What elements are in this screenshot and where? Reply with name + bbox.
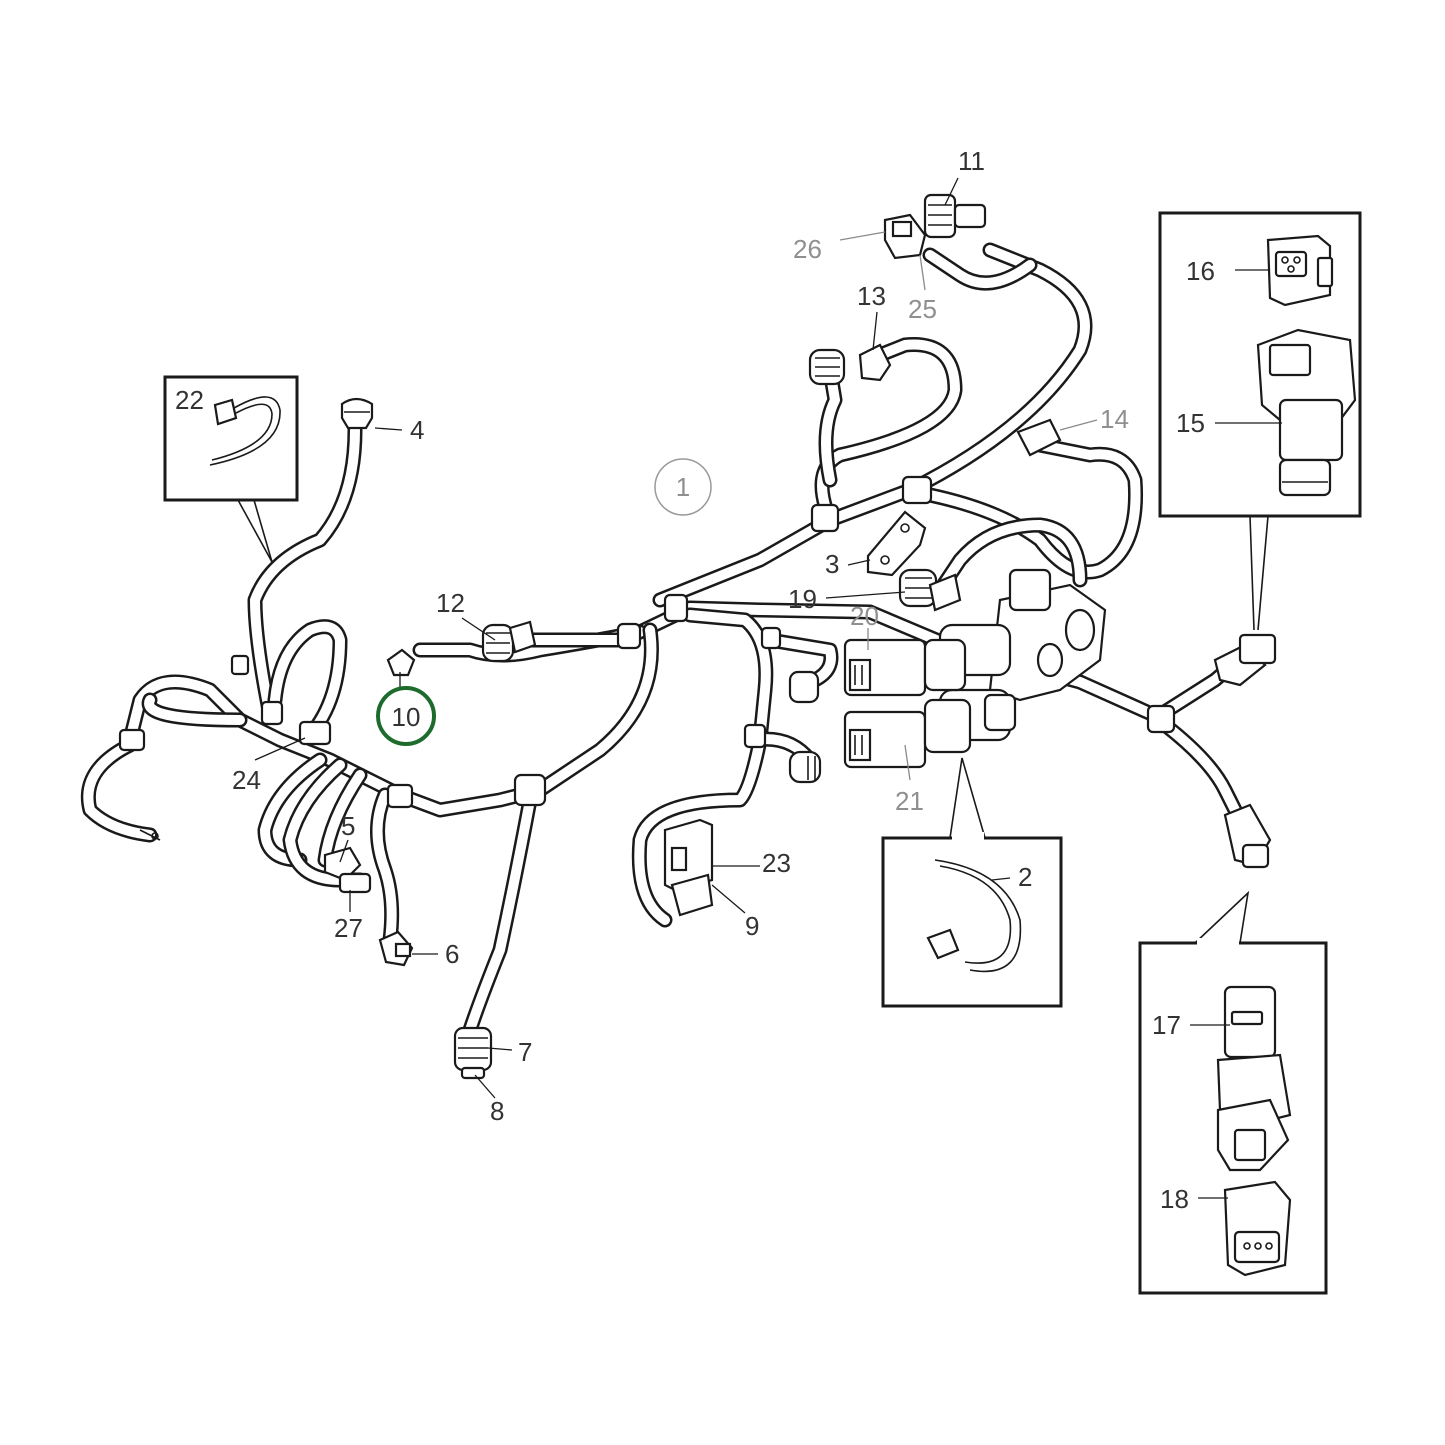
callout-label-10: 10 bbox=[392, 702, 421, 732]
detail-box-22 bbox=[163, 375, 299, 563]
connector-icon-5 bbox=[323, 846, 362, 882]
callout-label-21: 21 bbox=[895, 786, 924, 816]
connector-icon-17 bbox=[1216, 985, 1292, 1172]
connector-icon-13b bbox=[808, 348, 846, 386]
callout-label-14: 14 bbox=[1100, 404, 1129, 434]
connector-icon-14 bbox=[1016, 418, 1062, 457]
connector-icon-11 bbox=[923, 193, 987, 239]
connector-icon-right-upper bbox=[1213, 633, 1277, 687]
callout-label-24: 24 bbox=[232, 765, 261, 795]
callout-label-20: 20 bbox=[850, 601, 879, 631]
callout-label-15: 15 bbox=[1176, 408, 1205, 438]
callout-label-9: 9 bbox=[745, 911, 759, 941]
callout-label-12: 12 bbox=[436, 588, 465, 618]
callout-label-13: 13 bbox=[857, 281, 886, 311]
connector-icon-27 bbox=[338, 872, 372, 894]
connector-icon-10 bbox=[386, 648, 416, 677]
wire-end-icon bbox=[139, 829, 161, 841]
connector-icon-4 bbox=[340, 397, 374, 430]
callout-label-26: 26 bbox=[793, 234, 822, 264]
connector-icon-15 bbox=[1256, 328, 1357, 497]
connector-icon-19 bbox=[898, 568, 962, 612]
callout-label-3: 3 bbox=[825, 549, 839, 579]
callout-label-5: 5 bbox=[341, 811, 355, 841]
callout-label-22: 22 bbox=[175, 385, 204, 415]
connector-icon-26 bbox=[883, 213, 927, 260]
callout-label-25: 25 bbox=[908, 294, 937, 324]
connector-icon-7 bbox=[453, 1026, 493, 1080]
callout-label-27: 27 bbox=[334, 913, 363, 943]
cable-tie-icon-2 bbox=[926, 859, 1022, 973]
injector-manifold bbox=[938, 568, 1107, 742]
connector-icon-6 bbox=[378, 930, 414, 967]
connector-icon-12 bbox=[481, 620, 537, 663]
harness-wires bbox=[80, 242, 1258, 1038]
connector-icon-16 bbox=[1266, 234, 1334, 307]
callout-label-17: 17 bbox=[1152, 1010, 1181, 1040]
leader-lines bbox=[254, 177, 1282, 1199]
callout-label-7: 7 bbox=[518, 1037, 532, 1067]
bracket-icon-3 bbox=[866, 510, 927, 577]
callout-label-23: 23 bbox=[762, 848, 791, 878]
connector-icon-21 bbox=[843, 698, 972, 769]
callout-label-8: 8 bbox=[490, 1096, 504, 1126]
callout-labels: 1 2 3 4 5 6 7 8 9 10 11 12 13 14 15 16 1… bbox=[175, 146, 1215, 1214]
detail-box-15-16 bbox=[1158, 211, 1362, 631]
callout-label-11: 11 bbox=[958, 146, 985, 176]
assembly-ref-label: 1 bbox=[676, 472, 690, 502]
callout-label-2: 2 bbox=[1018, 862, 1032, 892]
callout-label-16: 16 bbox=[1186, 256, 1215, 286]
sleeve-joints bbox=[118, 475, 1176, 809]
callout-label-18: 18 bbox=[1160, 1184, 1189, 1214]
connector-icon-right-lower bbox=[1223, 803, 1272, 869]
callout-label-19: 19 bbox=[788, 584, 817, 614]
detail-box-2 bbox=[881, 757, 1063, 1008]
connector-icon-mid-a bbox=[788, 670, 820, 704]
connector-icon-20 bbox=[843, 638, 967, 697]
callout-label-6: 6 bbox=[445, 939, 459, 969]
connector-icon-13 bbox=[858, 343, 892, 382]
assembly-ref-circle bbox=[654, 458, 712, 516]
callout-label-4: 4 bbox=[410, 415, 424, 445]
connector-icon-18 bbox=[1223, 1180, 1292, 1277]
cable-tie-icon-22 bbox=[209, 396, 281, 466]
detail-box-17-18 bbox=[1138, 890, 1328, 1295]
highlight-ring-10 bbox=[376, 686, 436, 746]
relay-icon-23 bbox=[663, 818, 714, 917]
connector-icon-mid-b bbox=[788, 750, 822, 784]
